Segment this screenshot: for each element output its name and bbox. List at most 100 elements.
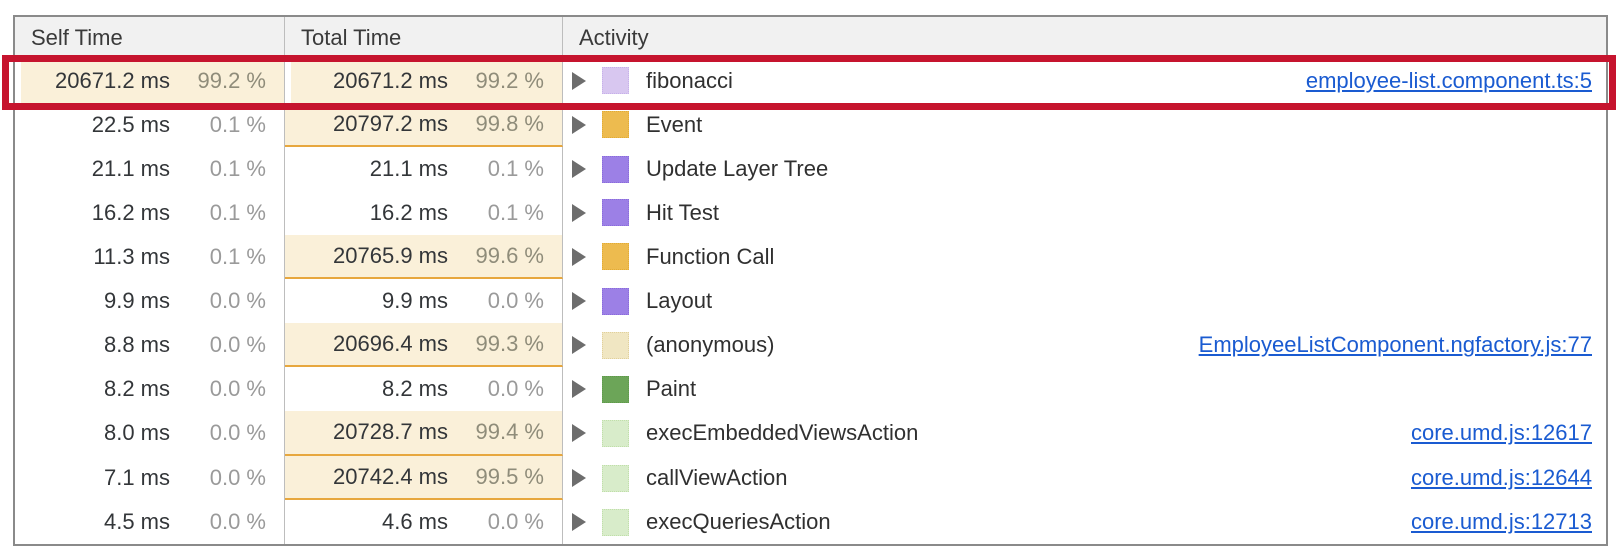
self-time-percent: 99.2 % <box>170 68 266 94</box>
total-time-percent: 99.3 % <box>448 331 544 357</box>
table-body: 20671.2 ms 99.2 % 20671.2 ms 99.2 % fibo… <box>15 59 1606 544</box>
table-header-row: Self Time Total Time Activity <box>15 17 1606 59</box>
total-time-value: 9.9 ms <box>382 288 448 314</box>
expand-triangle-icon[interactable] <box>572 424 586 442</box>
total-time-cell: 20765.9 ms 99.6 % <box>285 235 563 280</box>
self-time-value: 4.5 ms <box>104 509 170 535</box>
table-row[interactable]: 8.8 ms 0.0 % 20696.4 ms 99.3 % (anonymou… <box>15 323 1606 368</box>
activity-cell: Hit Test <box>563 191 1606 235</box>
total-time-value: 20742.4 ms <box>333 464 448 490</box>
table-row[interactable]: 22.5 ms 0.1 % 20797.2 ms 99.8 % Event <box>15 103 1606 148</box>
total-time-percent: 99.5 % <box>448 464 544 490</box>
total-time-value: 20765.9 ms <box>333 243 448 269</box>
activity-cell: Update Layer Tree <box>563 147 1606 191</box>
total-time-cell: 20728.7 ms 99.4 % <box>285 411 563 456</box>
total-time-cell: 4.6 ms 0.0 % <box>285 500 563 544</box>
table-row[interactable]: 20671.2 ms 99.2 % 20671.2 ms 99.2 % fibo… <box>15 59 1606 103</box>
column-header-label: Self Time <box>31 25 123 51</box>
source-location-link[interactable]: employee-list.component.ts:5 <box>1306 68 1592 94</box>
total-time-percent: 0.0 % <box>448 288 544 314</box>
activity-label: Event <box>646 112 702 138</box>
column-header-label: Total Time <box>301 25 401 51</box>
activity-type-icon <box>602 332 629 359</box>
source-location-link[interactable]: core.umd.js:12644 <box>1411 465 1592 491</box>
column-header-activity[interactable]: Activity <box>563 17 1606 58</box>
expand-triangle-icon[interactable] <box>572 292 586 310</box>
column-header-total-time[interactable]: Total Time <box>285 17 563 58</box>
total-time-cell: 20671.2 ms 99.2 % <box>285 59 563 103</box>
table-row[interactable]: 11.3 ms 0.1 % 20765.9 ms 99.6 % Function… <box>15 235 1606 280</box>
table-row[interactable]: 4.5 ms 0.0 % 4.6 ms 0.0 % execQueriesAct… <box>15 500 1606 544</box>
self-time-cell: 4.5 ms 0.0 % <box>15 500 285 544</box>
expand-triangle-icon[interactable] <box>572 513 586 531</box>
table-row[interactable]: 16.2 ms 0.1 % 16.2 ms 0.1 % Hit Test <box>15 191 1606 235</box>
total-time-value: 20671.2 ms <box>333 68 448 94</box>
activity-cell: Layout <box>563 279 1606 323</box>
expand-triangle-icon[interactable] <box>572 248 586 266</box>
expand-triangle-icon[interactable] <box>572 72 586 90</box>
activity-type-icon <box>602 156 629 183</box>
self-time-percent: 0.0 % <box>170 376 266 402</box>
self-time-value: 8.2 ms <box>104 376 170 402</box>
activity-cell: execEmbeddedViewsAction core.umd.js:1261… <box>563 411 1606 456</box>
column-header-label: Activity <box>579 25 649 51</box>
table-row[interactable]: 8.2 ms 0.0 % 8.2 ms 0.0 % Paint <box>15 367 1606 411</box>
self-time-value: 21.1 ms <box>92 156 170 182</box>
total-time-value: 16.2 ms <box>370 200 448 226</box>
self-time-cell: 8.0 ms 0.0 % <box>15 411 285 456</box>
source-location-link[interactable]: EmployeeListComponent.ngfactory.js:77 <box>1199 332 1592 358</box>
total-time-cell: 8.2 ms 0.0 % <box>285 367 563 411</box>
expand-triangle-icon[interactable] <box>572 336 586 354</box>
activity-type-icon <box>602 111 629 138</box>
expand-triangle-icon[interactable] <box>572 204 586 222</box>
self-time-value: 9.9 ms <box>104 288 170 314</box>
self-time-value: 8.0 ms <box>104 420 170 446</box>
column-header-self-time[interactable]: Self Time <box>15 17 285 58</box>
total-time-cell: 20696.4 ms 99.3 % <box>285 323 563 368</box>
self-time-cell: 8.8 ms 0.0 % <box>15 323 285 368</box>
expand-triangle-icon[interactable] <box>572 380 586 398</box>
table-row[interactable]: 21.1 ms 0.1 % 21.1 ms 0.1 % Update Layer… <box>15 147 1606 191</box>
self-time-cell: 8.2 ms 0.0 % <box>15 367 285 411</box>
expand-triangle-icon[interactable] <box>572 469 586 487</box>
self-time-value: 22.5 ms <box>92 112 170 138</box>
total-time-cell: 20742.4 ms 99.5 % <box>285 456 563 501</box>
self-time-value: 20671.2 ms <box>55 68 170 94</box>
expand-triangle-icon[interactable] <box>572 116 586 134</box>
self-time-value: 8.8 ms <box>104 332 170 358</box>
activity-label: execQueriesAction <box>646 509 831 535</box>
table-row[interactable]: 9.9 ms 0.0 % 9.9 ms 0.0 % Layout <box>15 279 1606 323</box>
activity-cell: Function Call <box>563 235 1606 280</box>
total-time-value: 20696.4 ms <box>333 331 448 357</box>
self-time-cell: 9.9 ms 0.0 % <box>15 279 285 323</box>
self-time-cell: 21.1 ms 0.1 % <box>15 147 285 191</box>
activity-type-icon <box>602 243 629 270</box>
activity-cell: Event <box>563 103 1606 148</box>
total-time-percent: 99.4 % <box>448 419 544 445</box>
self-time-cell: 22.5 ms 0.1 % <box>15 103 285 148</box>
source-location-link[interactable]: core.umd.js:12617 <box>1411 420 1592 446</box>
source-location-link[interactable]: core.umd.js:12713 <box>1411 509 1592 535</box>
total-time-value: 4.6 ms <box>382 509 448 535</box>
self-time-percent: 0.0 % <box>170 509 266 535</box>
self-time-cell: 11.3 ms 0.1 % <box>15 235 285 280</box>
activity-cell: Paint <box>563 367 1606 411</box>
total-time-cell: 9.9 ms 0.0 % <box>285 279 563 323</box>
self-time-percent: 0.1 % <box>170 112 266 138</box>
activity-label: fibonacci <box>646 68 733 94</box>
activity-cell: fibonacci employee-list.component.ts:5 <box>563 59 1606 103</box>
total-time-percent: 0.1 % <box>448 156 544 182</box>
table-row[interactable]: 7.1 ms 0.0 % 20742.4 ms 99.5 % callViewA… <box>15 456 1606 501</box>
table-row[interactable]: 8.0 ms 0.0 % 20728.7 ms 99.4 % execEmbed… <box>15 411 1606 456</box>
expand-triangle-icon[interactable] <box>572 160 586 178</box>
total-time-percent: 0.0 % <box>448 509 544 535</box>
total-time-percent: 0.1 % <box>448 200 544 226</box>
self-time-percent: 0.0 % <box>170 332 266 358</box>
activity-label: Update Layer Tree <box>646 156 828 182</box>
self-time-percent: 0.1 % <box>170 200 266 226</box>
activity-label: Function Call <box>646 244 774 270</box>
total-time-value: 8.2 ms <box>382 376 448 402</box>
self-time-percent: 0.0 % <box>170 465 266 491</box>
activity-cell: callViewAction core.umd.js:12644 <box>563 456 1606 501</box>
total-time-percent: 99.6 % <box>448 243 544 269</box>
